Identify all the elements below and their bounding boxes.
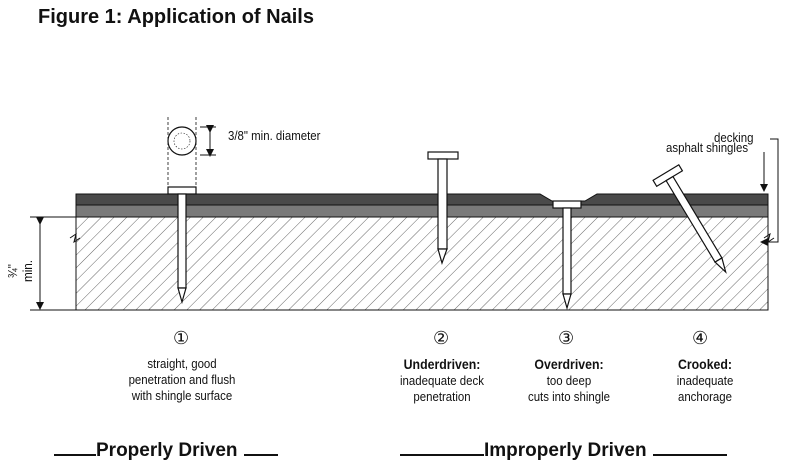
decking-leader [766, 138, 779, 243]
nail-2-desc-line-2: penetration [413, 389, 471, 404]
break-mark-right [763, 232, 775, 244]
nail-4-crooked [652, 164, 727, 274]
decking-label: decking [714, 130, 754, 145]
nail-1-desc-line-3: with shingle surface [131, 388, 233, 403]
nail-3-desc-line-1: too deep [546, 373, 592, 388]
min-depth-dimension [30, 216, 76, 311]
nail-1-caption: straight, good penetration and flush wit… [116, 356, 248, 404]
improperly-driven-text: Improperly Driven [484, 440, 647, 461]
diameter-label: 3/8" min. diameter [228, 128, 321, 143]
nail-3-heading: Overdriven: [534, 356, 604, 372]
nail-2-desc-line-1: inadequate deck [400, 373, 484, 388]
nail-1-number: ① [173, 328, 190, 349]
improperly-driven-label: Improperly Driven [400, 436, 727, 462]
nail-4-caption: Crooked: inadequate anchorage [657, 356, 754, 405]
nail-3-overdriven [552, 200, 582, 311]
nail-4-number: ④ [692, 328, 709, 349]
break-mark-left [69, 232, 81, 244]
properly-driven-text: Properly Driven [96, 440, 238, 461]
nail-3-caption: Overdriven: too deep cuts into shingle [510, 356, 628, 405]
shingle-layer-top [75, 193, 769, 206]
nail-2-caption: Underdriven: inadequate deck penetration [380, 356, 503, 405]
nail-3-number: ③ [558, 328, 575, 349]
decking-layer [75, 216, 769, 311]
nail-4-desc-line-1: inadequate [676, 373, 734, 388]
nail-1-desc-line-1: straight, good [147, 356, 217, 371]
nail-1-proper [167, 117, 216, 305]
nail-1-desc-line-2: penetration and flush [128, 372, 236, 387]
nail-2-underdriven [427, 151, 459, 265]
nail-3-desc-line-2: cuts into shingle [527, 389, 611, 404]
min-depth-label: ¾" min. [5, 259, 35, 283]
properly-driven-label: Properly Driven [54, 436, 278, 462]
nail-4-heading: Crooked: [677, 356, 733, 372]
nail-2-heading: Underdriven: [403, 356, 481, 372]
nail-4-desc-line-2: anchorage [677, 389, 733, 404]
nail-2-number: ② [433, 328, 450, 349]
figure-title: Figure 1: Application of Nails [38, 6, 314, 28]
asphalt-shingles-label: asphalt shingles [666, 140, 749, 155]
